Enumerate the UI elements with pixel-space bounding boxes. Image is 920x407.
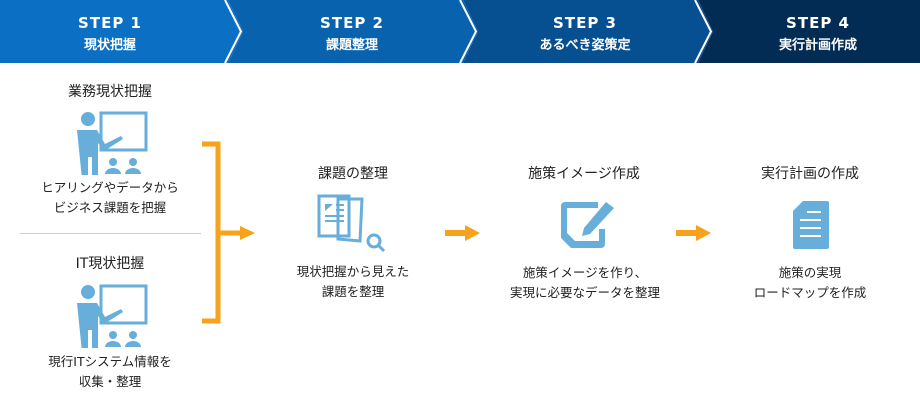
desc-line: 実現に必要なデータを整理 xyxy=(509,285,660,300)
desc-line: ロードマップを作成 xyxy=(753,285,867,300)
step-number: STEP 3 xyxy=(553,14,617,32)
presenter-icon xyxy=(77,111,148,175)
business-status-description: ヒアリングやデータからビジネス課題を把握 xyxy=(0,178,230,218)
step-2-chevron xyxy=(228,0,478,63)
step-number: STEP 1 xyxy=(78,14,142,32)
desc-line: 収集・整理 xyxy=(78,374,142,389)
step-label: あるべき姿策定 xyxy=(539,38,631,53)
step-label: 現状把握 xyxy=(83,38,136,53)
merge-bracket-arrow xyxy=(202,141,255,324)
step-4-chevron xyxy=(698,0,920,63)
documents-search-icon xyxy=(317,194,386,253)
business-status-title: 業務現状把握 xyxy=(68,84,152,100)
it-status-description: 現行ITシステム情報を収集・整理 xyxy=(0,352,230,392)
step-label: 実行計画作成 xyxy=(778,38,857,53)
step-1-chevron xyxy=(0,0,243,63)
plan-creation-title: 実行計画の作成 xyxy=(761,166,859,182)
pencil-note-icon xyxy=(561,202,614,248)
presenter-icon xyxy=(77,284,148,348)
step-3-header: STEP 3 あるべき姿策定 xyxy=(485,0,685,63)
step-label: 課題整理 xyxy=(325,38,378,53)
step-4-header: STEP 4 実行計画作成 xyxy=(718,0,918,63)
step-number: STEP 2 xyxy=(320,14,384,32)
measure-image-description: 施策イメージを作り、実現に必要なデータを整理 xyxy=(465,263,705,303)
step-header-bar xyxy=(0,0,920,63)
desc-line: ビジネス課題を把握 xyxy=(53,200,167,215)
divider xyxy=(20,233,201,234)
step-number: STEP 4 xyxy=(786,14,850,32)
step-2-header: STEP 2 課題整理 xyxy=(252,0,452,63)
desc-line: 施策の実現 xyxy=(778,265,842,280)
arrow-right-icon xyxy=(676,225,711,241)
issue-organization-title: 課題の整理 xyxy=(318,166,388,182)
desc-line: 現状把握から見えた xyxy=(296,264,410,279)
issue-organization-description: 現状把握から見えた課題を整理 xyxy=(233,262,473,302)
arrow-right-icon xyxy=(445,225,480,241)
it-status-title: IT現状把握 xyxy=(75,256,145,272)
document-icon xyxy=(793,201,829,249)
measure-image-title: 施策イメージ作成 xyxy=(528,166,640,182)
desc-line: 課題を整理 xyxy=(321,284,385,299)
desc-line: ヒアリングやデータから xyxy=(41,180,179,195)
step-3-chevron xyxy=(463,0,713,63)
desc-line: 施策イメージを作り、 xyxy=(522,265,648,280)
plan-creation-description: 施策の実現ロードマップを作成 xyxy=(690,263,920,303)
desc-line: 現行ITシステム情報を xyxy=(48,354,172,369)
step-1-header: STEP 1 現状把握 xyxy=(10,0,210,63)
